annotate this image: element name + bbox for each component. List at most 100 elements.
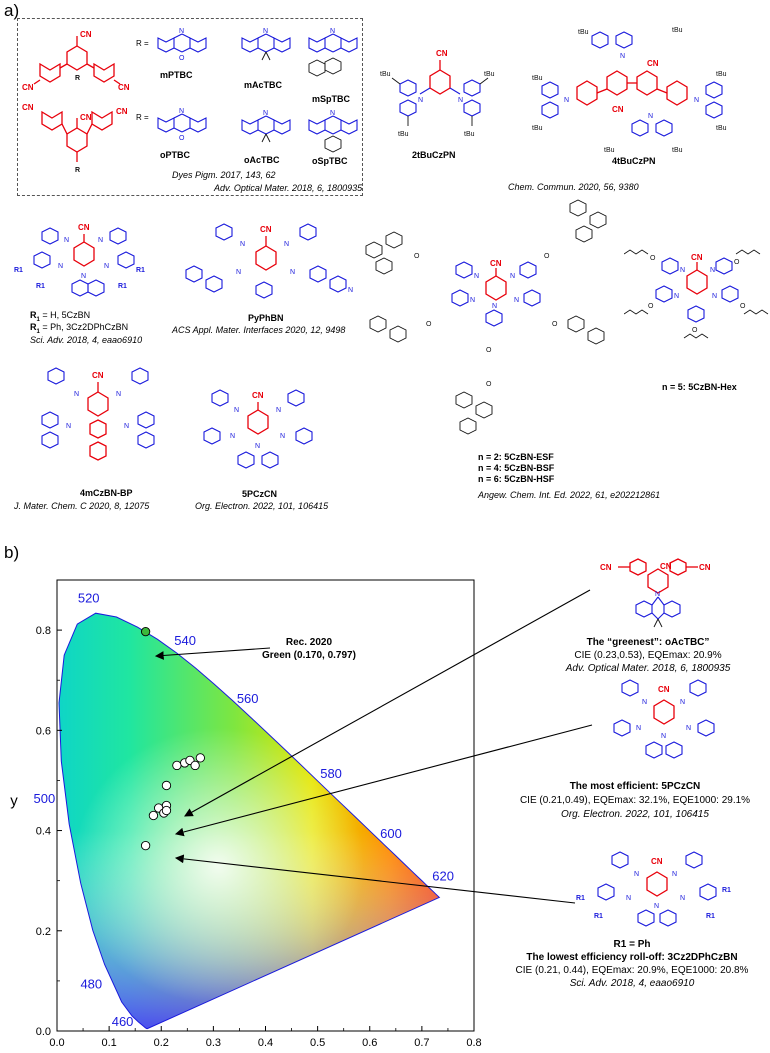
callout-5pczcn-title: The most efficient: 5PCzCN <box>569 781 701 792</box>
bsf-line: n = 4: 5CzBN-BSF <box>478 463 555 473</box>
donor-optbc: N O <box>157 108 207 142</box>
cn-label: CN <box>252 391 264 400</box>
label-5czbn: R1 = H, 5CzBN <box>30 310 90 323</box>
n-atom: N <box>680 895 685 902</box>
x-tick-label: 0.6 <box>362 1037 377 1049</box>
n-atom: N <box>654 903 659 910</box>
cn-label: CN <box>436 49 448 58</box>
r1-label: R1 <box>136 267 145 274</box>
r-label: R <box>75 167 80 174</box>
ref-org-electron: Org. Electron. 2022, 101, 106415 <box>195 501 329 511</box>
tbu-label: tBu <box>672 27 683 34</box>
n-atom: N <box>58 263 63 270</box>
r1-symbol: R <box>30 310 37 320</box>
rec2020-label: Rec. 2020 Green (0.170, 0.797) <box>262 636 356 662</box>
x-tick-label: 0.5 <box>310 1037 325 1049</box>
y-tick-label: 0.0 <box>36 1026 51 1038</box>
n-atom: N <box>634 871 639 878</box>
n-atom: N <box>330 110 335 117</box>
o-atom: O <box>414 253 420 260</box>
wavelength-label: 520 <box>78 591 100 606</box>
callout-3cz2dphczbn-cie: CIE (0.21, 0.44), EQEmax: 20.9%, EQE1000… <box>515 965 749 976</box>
o-atom: O <box>740 303 746 310</box>
n-atom: N <box>64 237 69 244</box>
name-mspbc: mSpTBC <box>312 94 350 104</box>
n-atom: N <box>514 297 519 304</box>
name-oacbc: oAcTBC <box>244 155 280 165</box>
x-tick-label: 0.8 <box>466 1037 481 1049</box>
r1-label: R1 <box>118 283 127 290</box>
y-tick-label: 0.4 <box>36 826 51 838</box>
n-atom: N <box>418 97 423 104</box>
name-optbc: oPTBC <box>160 150 190 160</box>
n-atom: N <box>694 97 699 104</box>
cn-label: CN <box>699 563 711 572</box>
tbu-label: tBu <box>464 131 475 138</box>
x-tick-label: 0.0 <box>49 1037 64 1049</box>
wavelength-label: 460 <box>112 1014 134 1029</box>
name-mptbc: mPTBC <box>160 70 193 80</box>
o-atom: O <box>426 321 432 328</box>
r1-label: R1 <box>722 887 731 894</box>
n-atom: N <box>179 108 184 115</box>
r1-label: R1 <box>36 283 45 290</box>
tbu-label: tBu <box>398 131 409 138</box>
n-atom: N <box>626 895 631 902</box>
tbu-label: tBu <box>716 125 727 132</box>
n-atom: N <box>620 53 625 60</box>
panel-b-label: b) <box>4 543 20 562</box>
n-atom: N <box>284 241 289 248</box>
n-atom: N <box>674 293 679 300</box>
cn-label: CN <box>490 259 502 268</box>
label-3cz2dphczbn: R1 = Ph, 3Cz2DPhCzBN <box>30 322 128 335</box>
n-atom: N <box>74 391 79 398</box>
callout-oactbc-ref: Adv. Optical Mater. 2018, 6, 1800935 <box>565 663 731 674</box>
n-atom: N <box>116 391 121 398</box>
n-atom: N <box>712 293 717 300</box>
o-atom: O <box>552 321 558 328</box>
molecule-4tbuczpn: CN CN N N N N tBu tBu tBu tBu tBu tBu tB… <box>532 27 727 154</box>
cn-label: CN <box>118 83 130 92</box>
donor-mspbc: N <box>308 28 358 77</box>
n-atom: N <box>636 725 641 732</box>
molecule-5czbn-hex: CN N N N N O O O O O <box>624 249 769 339</box>
ref-jmcc: J. Mater. Chem. C 2020, 8, 12075 <box>14 501 150 511</box>
3cz2dphczbn-def: = Ph, 3Cz2DPhCzBN <box>39 322 129 332</box>
cn-label: CN <box>80 30 92 39</box>
name-5pczcn: 5PCzCN <box>242 489 278 499</box>
n-atom: N <box>104 263 109 270</box>
callout-5pczcn-ref: Org. Electron. 2022, 101, 106415 <box>561 809 709 820</box>
n-atom: N <box>680 267 685 274</box>
ref-chem-commun: Chem. Commun. 2020, 56, 9380 <box>508 182 639 192</box>
molecule-5czbn-esf: CN N N N N N O O O O O O <box>365 199 607 435</box>
ref-angew: Angew. Chem. Int. Ed. 2022, 61, e2022128… <box>478 490 661 500</box>
tbu-label: tBu <box>672 147 683 154</box>
wavelength-label: 480 <box>80 976 102 991</box>
molecule-5pczcn: CN N N N N N <box>203 389 313 469</box>
r-label: R <box>75 75 80 82</box>
emitter-cie-point <box>190 760 200 771</box>
n-atom: N <box>474 273 479 280</box>
callout-oactbc: The “greenest”: oAcTBC” CIE (0.23,0.53),… <box>526 636 770 675</box>
o-atom: O <box>179 135 185 142</box>
x-tick-label: 0.7 <box>414 1037 429 1049</box>
n-atom: N <box>348 287 353 294</box>
cn-label: CN <box>78 223 90 232</box>
n-atom: N <box>470 297 475 304</box>
y-tick-label: 0.8 <box>36 625 51 637</box>
cn-label: CN <box>658 685 670 694</box>
n-atom: N <box>263 28 268 35</box>
core-structure-2: CN CN CN R <box>22 103 128 174</box>
donor-ospbc: N <box>308 110 358 153</box>
tbu-label: tBu <box>578 29 589 36</box>
emitter-cie-point <box>172 760 182 771</box>
cn-label: CN <box>647 59 659 68</box>
cn-label: CN <box>92 371 104 380</box>
name-pyphbn: PyPhBN <box>248 313 284 323</box>
emitter-cie-point <box>140 840 151 851</box>
cn-label: CN <box>22 103 34 112</box>
tbu-label: tBu <box>604 147 615 154</box>
n-atom: N <box>236 269 241 276</box>
callout-3cz2dphczbn: R1 = Ph The lowest efficiency roll-off: … <box>494 938 770 990</box>
y-axis-label: y <box>10 793 18 810</box>
